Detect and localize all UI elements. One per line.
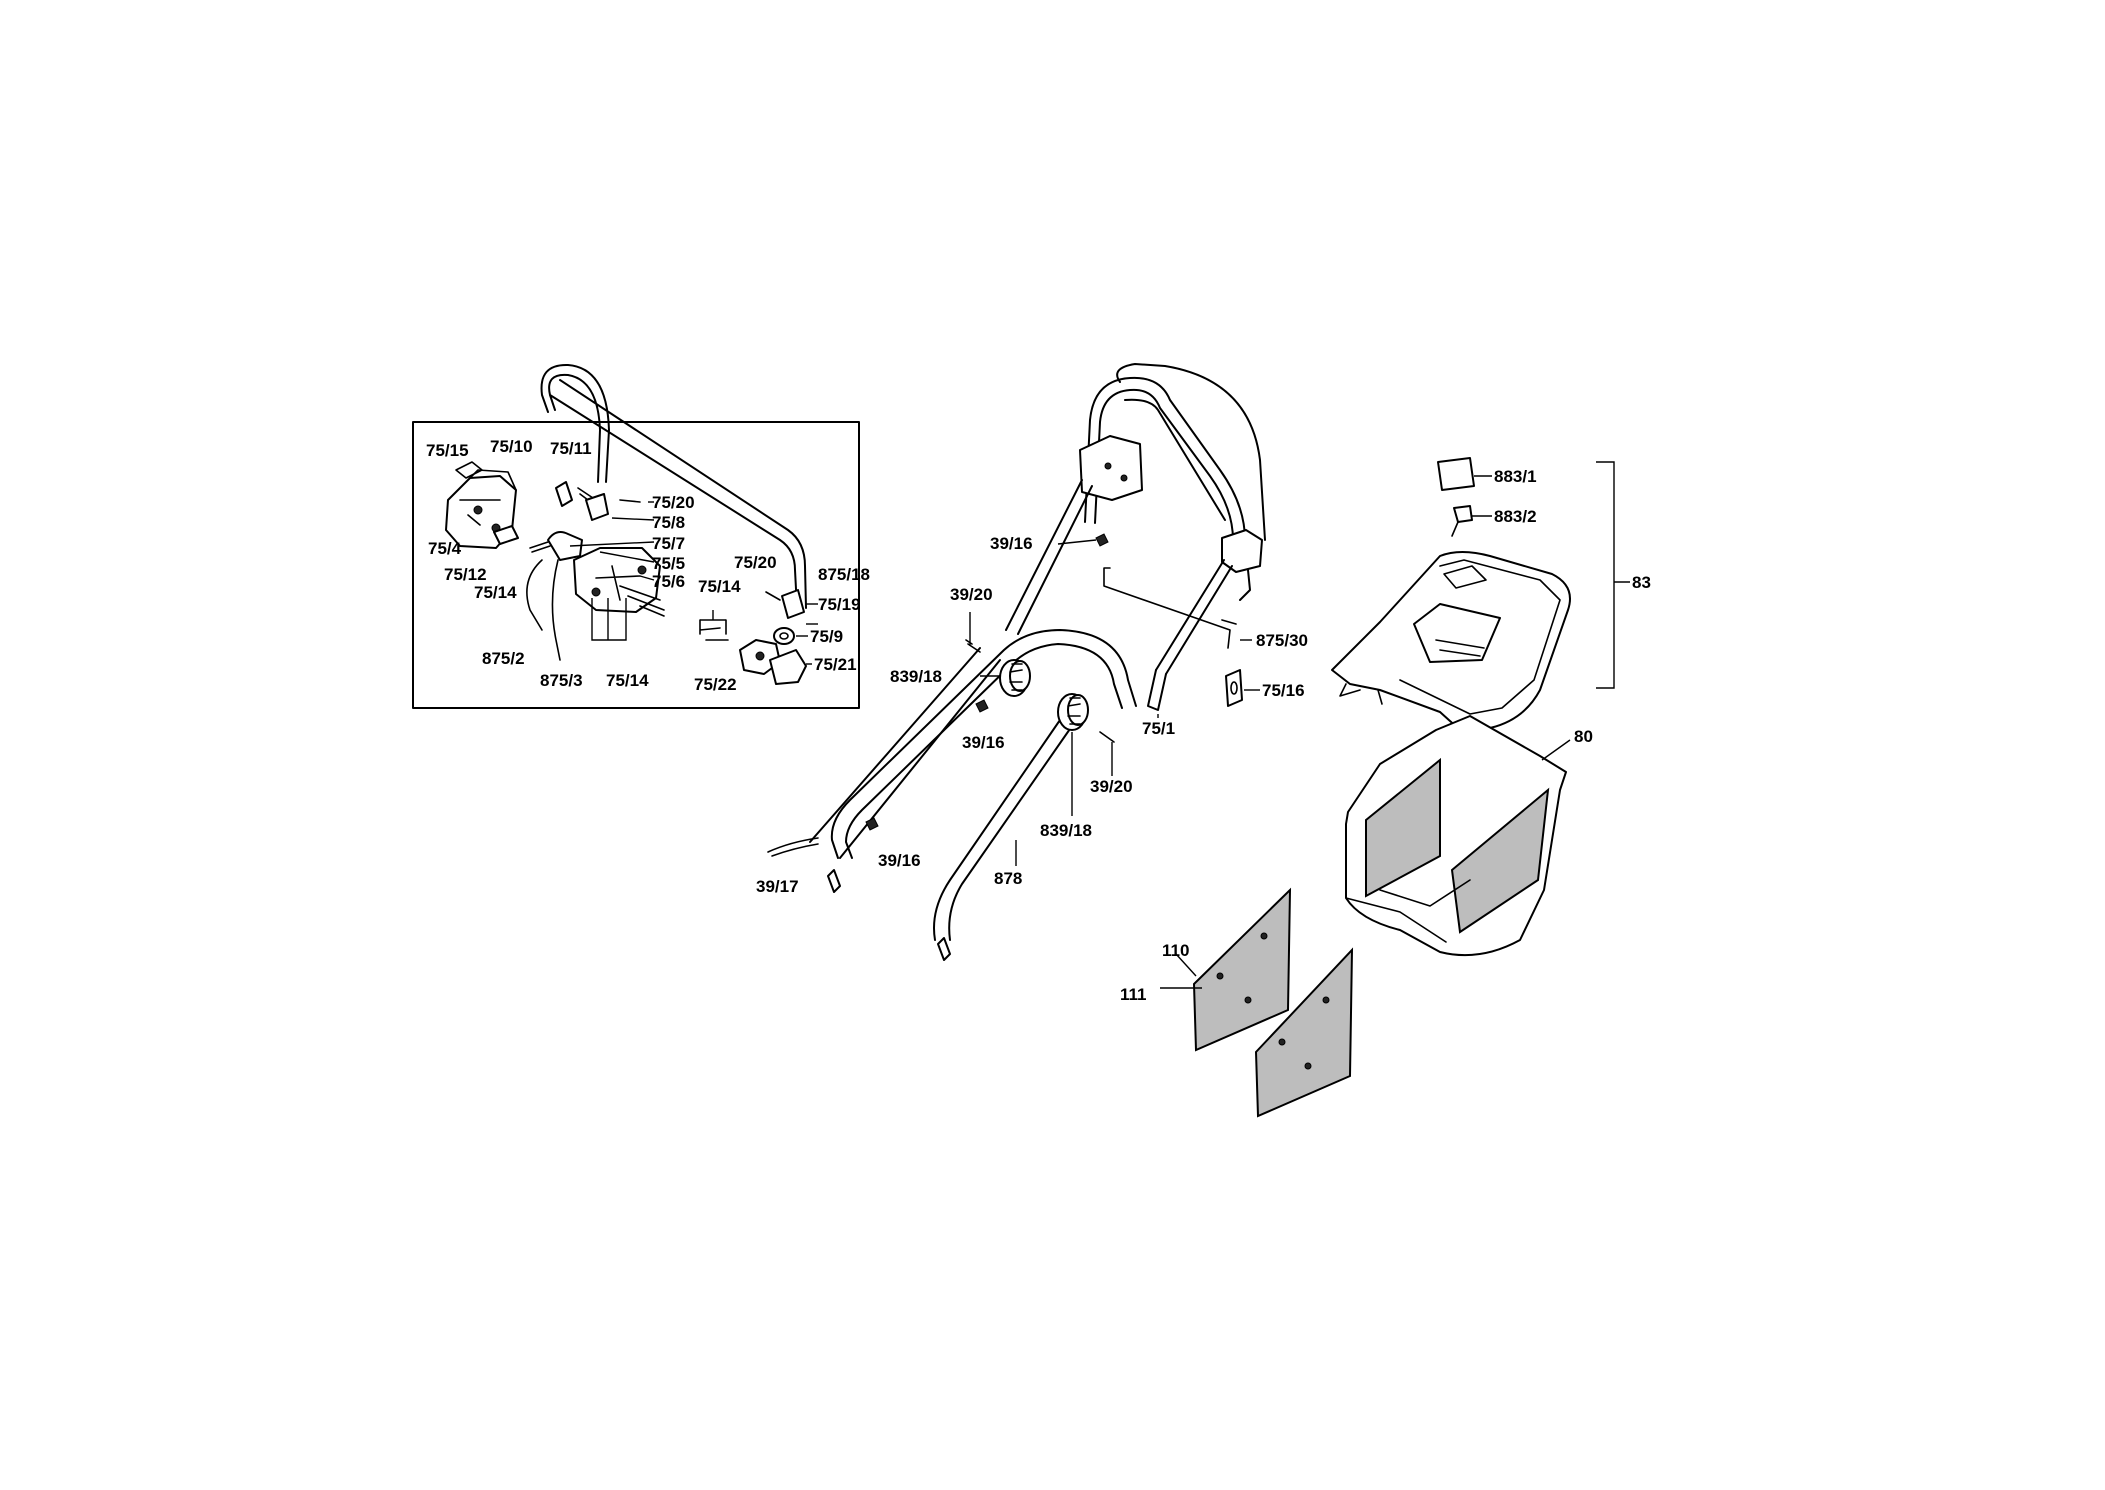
label-80: 80 bbox=[1574, 727, 1593, 746]
cable-875-3 bbox=[551, 559, 561, 661]
filter-panel-110 bbox=[1192, 887, 1292, 1052]
nut-39-16-a bbox=[1095, 533, 1109, 547]
nut-39-16-c bbox=[865, 817, 879, 831]
rod-875-30 bbox=[1103, 567, 1237, 649]
plate-75-15 bbox=[455, 461, 483, 479]
cable-875-2 bbox=[526, 559, 543, 631]
lid-key-cover bbox=[1437, 457, 1475, 491]
label-839-18a: 839/18 bbox=[890, 667, 942, 686]
label-75-15: 75/15 bbox=[426, 441, 469, 460]
lower-handle-878 bbox=[830, 629, 1137, 941]
label-75-21: 75/21 bbox=[814, 655, 857, 674]
switch-housing-right bbox=[573, 547, 661, 613]
handle-clip bbox=[781, 589, 805, 619]
switch-detail-inset bbox=[412, 363, 860, 709]
label-75-4: 75/4 bbox=[428, 539, 462, 558]
label-110: 110 bbox=[1162, 941, 1189, 960]
handle-joint-left bbox=[1079, 435, 1143, 501]
label-75-8: 75/8 bbox=[652, 513, 685, 532]
upper-handle-tube bbox=[540, 363, 807, 609]
label-39-17: 39/17 bbox=[756, 877, 799, 896]
label-878: 878 bbox=[994, 869, 1022, 888]
label-39-16a: 39/16 bbox=[990, 534, 1033, 553]
label-875-30: 875/30 bbox=[1256, 631, 1308, 650]
label-875-3: 875/3 bbox=[540, 671, 583, 690]
knob-839-18-b bbox=[1057, 693, 1089, 731]
label-83: 83 bbox=[1632, 573, 1651, 592]
bracket-75-16 bbox=[1225, 669, 1243, 707]
label-75-22: 75/22 bbox=[694, 675, 737, 694]
cable-clamp bbox=[493, 525, 519, 545]
screws-75-14c bbox=[699, 619, 729, 641]
lower-tube-long bbox=[809, 647, 1001, 859]
label-75-14a: 75/14 bbox=[474, 583, 517, 602]
label-75-10: 75/10 bbox=[490, 437, 533, 456]
lid-handle-slot bbox=[1443, 565, 1487, 589]
nut-75-9 bbox=[773, 627, 795, 645]
label-75-9: 75/9 bbox=[810, 627, 843, 646]
clip-lower bbox=[937, 937, 951, 961]
tube-75-1 bbox=[1147, 669, 1167, 711]
pin-75-20b bbox=[765, 591, 781, 601]
grass-box bbox=[1345, 715, 1567, 957]
upper-handle bbox=[1084, 376, 1246, 541]
label-883-1: 883/1 bbox=[1494, 467, 1537, 486]
label-111: 111 bbox=[1120, 985, 1147, 1004]
label-75-6: 75/6 bbox=[652, 572, 685, 591]
label-839-18b: 839/18 bbox=[1040, 821, 1092, 840]
label-75-20b: 75/20 bbox=[734, 553, 777, 572]
upper-tube-left bbox=[1005, 479, 1093, 635]
filter-panels bbox=[1192, 887, 1354, 1118]
grass-box-lid bbox=[1331, 457, 1630, 731]
label-75-14b: 75/14 bbox=[606, 671, 649, 690]
label-39-16c: 39/16 bbox=[878, 851, 921, 870]
label-39-16b: 39/16 bbox=[962, 733, 1005, 752]
label-875-18: 875/18 bbox=[818, 565, 870, 584]
bracket-83 bbox=[1596, 461, 1630, 689]
knob-839-18-a bbox=[999, 659, 1031, 697]
box-mesh-right bbox=[1450, 787, 1550, 934]
filter-panel-111 bbox=[1254, 947, 1354, 1118]
label-875-2: 875/2 bbox=[482, 649, 525, 668]
cable-end bbox=[767, 837, 819, 857]
label-75-5: 75/5 bbox=[652, 554, 685, 573]
screw-39-20-b bbox=[1099, 731, 1115, 743]
nut-39-16-b bbox=[975, 699, 989, 713]
screw-bracket bbox=[591, 598, 627, 641]
cable-connector bbox=[547, 531, 583, 561]
screw-75-14 bbox=[619, 585, 665, 617]
handle-assembly bbox=[767, 363, 1266, 961]
clip-39-17 bbox=[827, 869, 841, 893]
box-mesh-left bbox=[1365, 757, 1441, 898]
switch-lever bbox=[555, 481, 573, 507]
label-75-1: 75/1 bbox=[1142, 719, 1175, 738]
label-75-12: 75/12 bbox=[444, 565, 487, 584]
label-75-11: 75/11 bbox=[550, 439, 592, 458]
leader-lines bbox=[569, 475, 1571, 989]
pin-75-20a bbox=[619, 499, 641, 503]
lid-key bbox=[1453, 505, 1473, 523]
label-75-7: 75/7 bbox=[652, 534, 685, 553]
label-75-16: 75/16 bbox=[1262, 681, 1305, 700]
label-75-20a: 75/20 bbox=[652, 493, 695, 512]
switch-block bbox=[585, 493, 609, 521]
label-39-20b: 39/20 bbox=[1090, 777, 1133, 796]
handle-joint-right bbox=[1221, 529, 1263, 573]
screw-39-20-a bbox=[965, 639, 981, 653]
part-labels: 75/15 75/10 75/11 75/20 75/8 75/7 75/5 7… bbox=[426, 437, 1651, 1004]
label-75-14c: 75/14 bbox=[698, 577, 741, 596]
label-39-20a: 39/20 bbox=[950, 585, 993, 604]
cap-75-21 bbox=[769, 649, 807, 685]
label-883-2: 883/2 bbox=[1494, 507, 1537, 526]
label-75-19: 75/19 bbox=[818, 595, 861, 614]
